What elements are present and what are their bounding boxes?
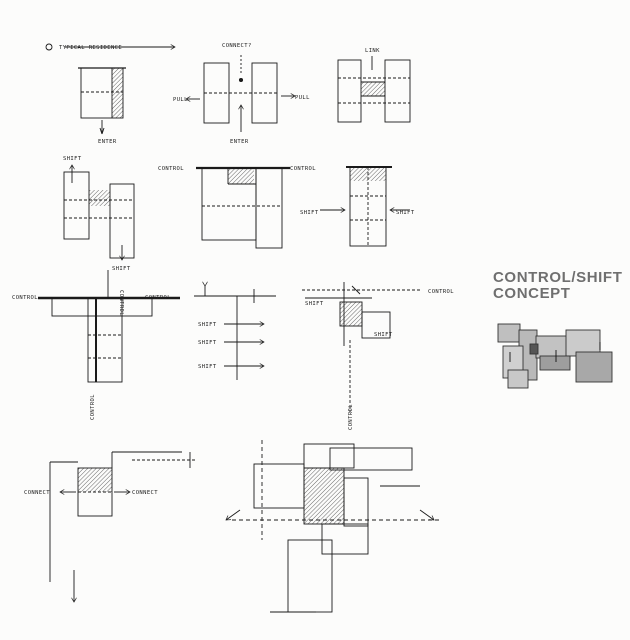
sketch-shift-horizontal — [320, 166, 410, 247]
label-control-2a: CONTROL — [158, 166, 184, 172]
label-typical-residence: TYPICAL RESIDENCE — [59, 45, 122, 51]
label-connect-question: CONNECT? — [222, 43, 252, 49]
label-enter-1: ENTER — [98, 139, 117, 145]
sketch-connect-pull — [186, 55, 295, 132]
label-control-3a: CONTROL — [12, 295, 38, 301]
label-shift-right: SHIFT — [396, 210, 415, 216]
label-shift-d: SHIFT — [305, 301, 324, 307]
sketch-typical-residence — [45, 43, 175, 135]
label-control-vertical-3: CONTROL — [348, 404, 354, 430]
label-control-vertical-1: CONTROL — [90, 394, 96, 420]
sketch-control-shift-shaded — [302, 282, 420, 412]
title-line-1: CONTROL/SHIFT — [493, 269, 623, 286]
label-shift-up: SHIFT — [63, 156, 82, 162]
label-link: LINK — [365, 48, 380, 54]
sketch-control-tall — [38, 270, 180, 383]
label-shift-c: SHIFT — [198, 364, 217, 370]
label-control-3c: CONTROL — [428, 289, 454, 295]
sketch-final-composite — [226, 440, 440, 613]
label-control-2b: CONTROL — [290, 166, 316, 172]
label-shift-e: SHIFT — [374, 332, 393, 338]
sketch-link — [337, 56, 411, 123]
title-line-2: CONCEPT — [493, 285, 571, 302]
label-shift-b: SHIFT — [198, 340, 217, 346]
sketch-connect-lr — [49, 451, 196, 602]
label-connect-left: CONNECT — [24, 490, 50, 496]
sketch-control-l — [196, 166, 290, 249]
sketch-shift-arrows — [194, 286, 276, 380]
control-shift-mini-diagram — [497, 323, 613, 389]
sketch-shift-vertical — [63, 165, 135, 260]
label-control-3b: CONTROL — [145, 295, 171, 301]
label-shift-left: SHIFT — [300, 210, 319, 216]
label-shift-a: SHIFT — [198, 322, 217, 328]
label-connect-right: CONNECT — [132, 490, 158, 496]
label-pull-left: PULL — [173, 97, 188, 103]
label-enter-2: ENTER — [230, 139, 249, 145]
label-control-vertical-2: CONTROL — [118, 290, 124, 316]
label-pull-right: PULL — [295, 95, 310, 101]
label-shift-down: SHIFT — [112, 266, 131, 272]
